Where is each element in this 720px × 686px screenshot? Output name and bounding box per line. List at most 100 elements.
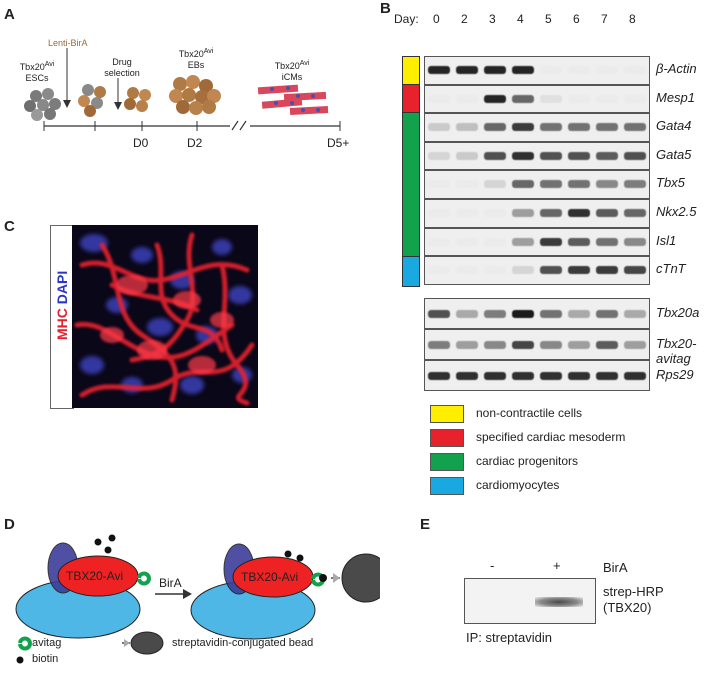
gel-band [540,266,562,275]
gel-band [484,180,506,189]
legend-item: non-contractile cells [430,405,650,423]
gene-label: Tbx20a [656,305,700,320]
gel-band [484,266,506,275]
gel-band [568,151,590,160]
day-label-4: 4 [517,12,524,26]
gel-band [512,266,534,275]
stain-label: MHC DAPI [54,271,70,340]
gel-band [512,341,534,349]
immunofluorescence-image [72,225,258,408]
gel-band [568,180,590,189]
panel-label-c: C [4,218,15,235]
gene-label: Gata4 [656,118,692,134]
blot-label-line1: strep-HRP [603,584,664,599]
gel-band [428,180,450,189]
legend-label: cardiomyocytes [476,478,560,492]
legend-item: cardiomyocytes [430,477,650,495]
stage-bar-cardiomyocytes [402,256,420,287]
birA-label: BirA [603,560,628,575]
gel-band [456,123,478,132]
gene-label: β-Actin [656,61,697,76]
gene-label: Rps29 [656,367,694,382]
gel-band [512,310,534,318]
gel-band [456,66,478,74]
gel-strip-tbx20-avitag [424,329,650,360]
gel-band [540,123,562,132]
gel-band [484,123,506,132]
gel-band [456,266,478,275]
legend-label: specified cardiac mesoderm [476,430,626,444]
embryoid-body-icon [169,75,221,115]
gel-strip-gata4 [424,113,650,142]
legend-swatch [430,453,464,471]
eb-label-sup: Avi [203,48,214,55]
gel-band [596,237,618,246]
gel-band [484,151,506,160]
day-label-2: 2 [461,12,468,26]
gel-band [624,209,646,217]
eb-label: Tbx20Avi EBs [174,46,218,71]
gel-strip-tbx20a [424,298,650,329]
gel-band [568,94,590,103]
drug-line1: Drug [112,57,132,67]
blot-label: strep-HRP (TBX20) [603,584,664,616]
infected-cells-icon [78,84,106,117]
gel-band [428,209,450,217]
gel-strip-isl1 [424,227,650,257]
esc-label: Tbx20Avi ESCs [17,59,57,84]
gene-label: Tbx20-avitag [656,336,697,366]
gel-band [512,237,534,246]
gel-band [624,66,646,74]
gel-band [428,94,450,103]
legend-label: non-contractile cells [476,406,583,420]
esc-label-sup: Avi [44,61,55,68]
drug-label: Drug selection [104,57,140,79]
gel-band [568,372,590,380]
gel-band [568,209,590,217]
gel-band [484,372,506,380]
panel-a-schematic [24,48,341,131]
gel-strip--actin [424,56,650,85]
legend-swatch [430,477,464,495]
gel-band [484,237,506,246]
gel-band [456,94,478,103]
gel-band [596,151,618,160]
gel-band [484,341,506,349]
blot-label-line2: (TBX20) [603,600,652,615]
day-label-7: 7 [601,12,608,26]
ip-label: IP: streptavidin [466,630,552,645]
gel-band [596,123,618,132]
stage-bar-noncontractile [402,56,420,86]
eb-label-bottom: EBs [187,60,205,70]
drug-line2: selection [104,68,140,78]
lane-minus: - [490,558,495,573]
gel-band [624,151,646,160]
day-label-8: 8 [629,12,636,26]
esc-cells-icon [24,88,61,121]
gel-band [428,341,450,349]
bead-legend: streptavidin-conjugated bead [172,637,314,649]
gel-band [568,237,590,246]
gel-band [540,94,562,103]
timepoint-d2: D2 [187,136,203,150]
icm-label-bottom: iCMs [281,72,303,82]
gel-band [456,180,478,189]
gel-band [624,123,646,132]
gel-band [568,310,590,318]
gel-band [428,123,450,132]
day-label-6: 6 [573,12,580,26]
gel-band [596,341,618,349]
timepoint-d5: D5+ [327,136,350,150]
gel-band [540,372,562,380]
gel-band [596,94,618,103]
gel-band [428,237,450,246]
gel-band [456,209,478,217]
gel-band [512,372,534,380]
gel-band [540,237,562,246]
gel-band [540,310,562,318]
protein-label-left: TBX20-Avi [66,569,124,583]
gel-band [512,123,534,132]
western-blot [464,578,596,624]
gel-band [512,209,534,217]
legend-label: cardiac progenitors [476,454,579,468]
